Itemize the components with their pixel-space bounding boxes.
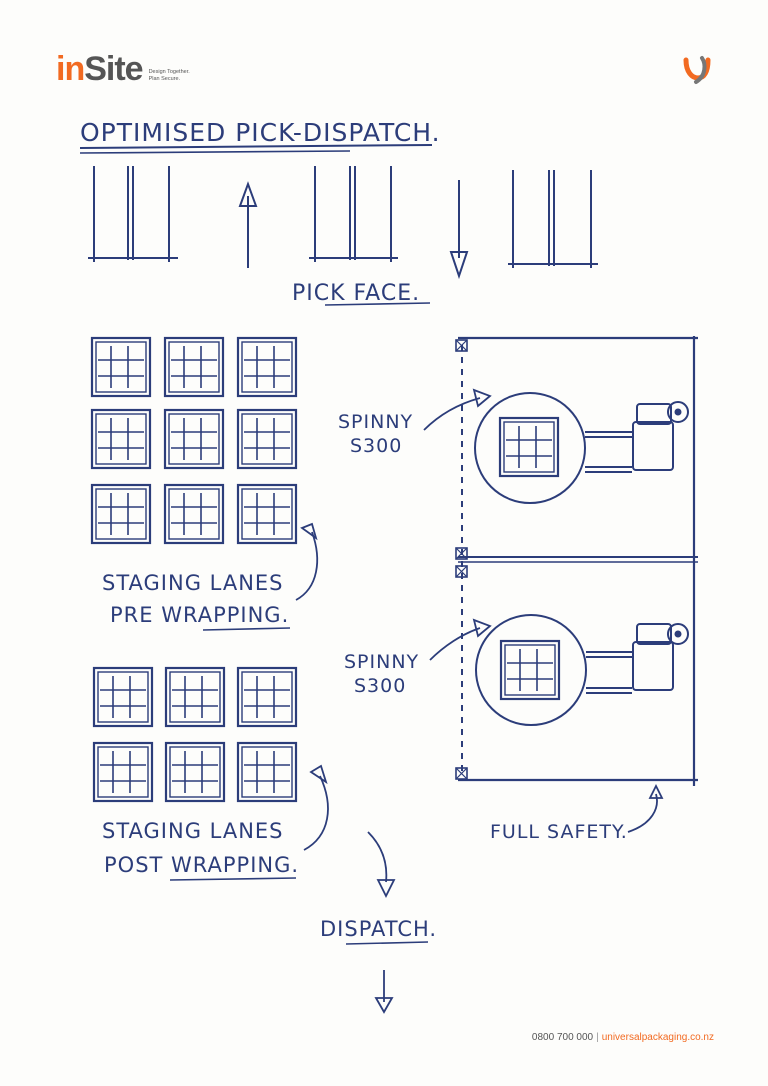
pre-wrap-pointer	[295, 522, 319, 601]
wrapper-machine-top	[474, 392, 689, 504]
pick-face-rack-2	[309, 166, 398, 262]
full-safety-label: FULL SAFETY.	[490, 821, 628, 843]
logo-prefix: in	[56, 50, 85, 88]
dispatch-label: DISPATCH.	[320, 917, 437, 941]
post-wrap-underline	[169, 877, 297, 881]
pick-face-label: PICK FACE.	[292, 281, 420, 306]
arrow-down-icon	[449, 180, 469, 280]
sketch-title: OPTIMISED PICK-DISPATCH.	[80, 118, 441, 147]
logo-tagline-line-1: Design Together.	[148, 69, 190, 75]
footer-url[interactable]: universalpackaging.co.nz	[601, 1032, 714, 1043]
pick-face-rack-3	[508, 170, 598, 268]
dispatch-underline	[345, 941, 429, 945]
staging-post-label-line-2: POST WRAPPING.	[104, 853, 299, 877]
brand-mark-icon	[683, 56, 711, 84]
wrapper-machine-bottom	[475, 614, 689, 726]
pick-face-rack-1	[88, 166, 178, 262]
logo-wordmark: inSite	[56, 50, 144, 88]
logo-tagline: Design Together. Plan Secure.	[149, 69, 190, 83]
staging-pre-label-line-1: STAGING LANES	[102, 571, 284, 595]
post-wrap-pointer	[303, 764, 329, 851]
title-underline-2	[79, 150, 351, 154]
staging-post-wrap-grid	[92, 666, 298, 803]
spinny-top-label-line-1: SPINNY	[338, 411, 413, 433]
footer-separator: |	[596, 1032, 599, 1043]
staging-pre-wrap-grid	[90, 336, 298, 545]
logo-tagline-line-2: Plan Secure.	[148, 76, 181, 82]
insite-logo: inSite Design Together. Plan Secure.	[56, 52, 190, 86]
arrow-up-icon	[238, 181, 258, 268]
spinny-bottom-label-line-1: SPINNY	[344, 651, 419, 673]
logo-name: Site	[84, 50, 143, 88]
pre-wrap-underline	[202, 627, 291, 631]
dispatch-out-arrow	[374, 970, 394, 1014]
footer-contact: 0800 700 000|universalpackaging.co.nz	[532, 1032, 714, 1043]
spinny-top-label-line-2: S300	[350, 435, 402, 457]
footer-phone: 0800 700 000	[531, 1032, 594, 1043]
spinny-bottom-pointer	[429, 618, 492, 661]
pick-face-underline	[324, 302, 431, 306]
title-underline	[79, 144, 433, 149]
to-dispatch-arrow	[367, 831, 396, 899]
staging-post-label-line-1: STAGING LANES	[102, 819, 284, 843]
spinny-top-pointer	[423, 388, 492, 431]
spinny-bottom-label-line-2: S300	[354, 675, 406, 697]
staging-pre-label-line-2: PRE WRAPPING.	[110, 603, 289, 627]
safety-enclosure	[455, 336, 698, 786]
full-safety-pointer	[627, 783, 664, 833]
